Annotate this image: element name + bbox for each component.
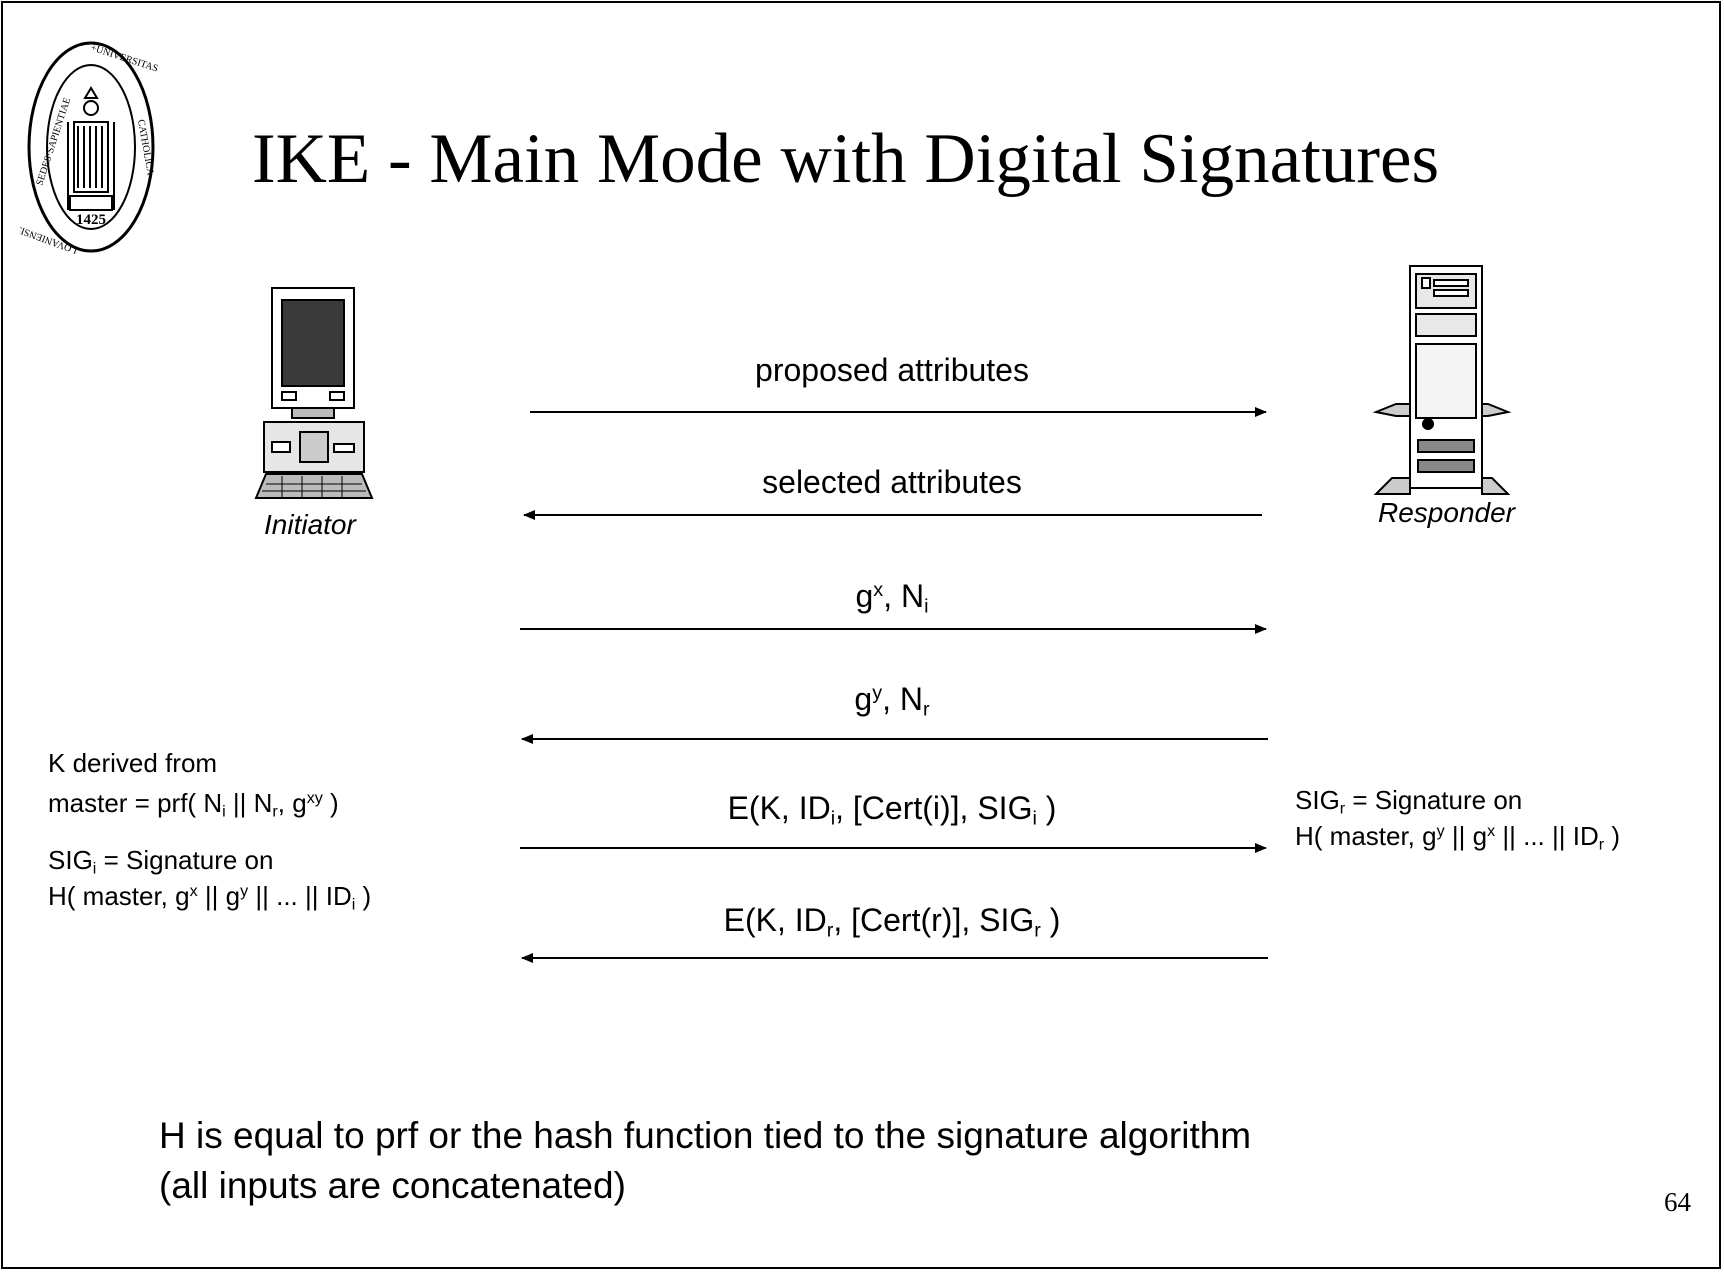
seal-year: 1425 [76,212,106,228]
message-initiator-auth: E(K, IDi, [Cert(i)], SIGi ) [727,790,1057,830]
footer-line-1: H is equal to prf or the hash function t… [159,1115,1252,1156]
initiator-label: Initiator [264,509,356,540]
message-initiator-dh: gx, Ni [855,578,929,618]
message-responder-dh: gy, Nr [854,681,930,721]
message-selected-attributes: selected attributes [762,464,1022,500]
note-sigr-definition: SIGr = Signature on [1295,785,1523,818]
message-responder-auth: E(K, IDr, [Cert(r)], SIGr ) [723,902,1061,942]
note-sigr-hash: H( master, gy || gx || ... || IDr ) [1295,821,1620,854]
responder-label: Responder [1378,497,1515,528]
note-k-derived: K derived from [48,748,218,778]
page-number: 64 [1664,1187,1691,1217]
note-sigi-definition: SIGi = Signature on [48,845,274,878]
desktop-computer-icon [254,287,374,499]
footer-line-2: (all inputs are concatenated) [159,1165,626,1206]
message-proposed-attributes: proposed attributes [755,352,1029,388]
footer-text: H is equal to prf or the hash function t… [159,1111,1251,1211]
page-title: IKE - Main Mode with Digital Signatures [252,120,1440,198]
note-master-formula: master = prf( Ni || Nr, gxy ) [48,788,339,821]
note-sigi-hash: H( master, gx || gy || ... || IDi ) [48,881,372,914]
tower-server-icon [1372,265,1512,495]
university-seal-logo: 1425 SEDES·SAPIENTIAE +UNIVERSITAS CATHO… [20,41,159,256]
